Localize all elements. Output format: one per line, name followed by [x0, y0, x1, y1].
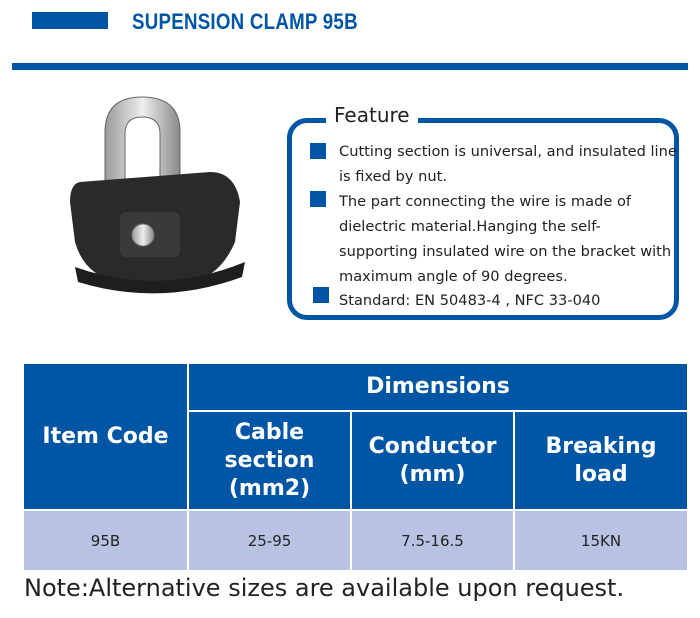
feature-label: Feature: [326, 103, 418, 127]
feature-box: [287, 118, 679, 320]
header-breaking-load: Breaking load: [513, 410, 689, 511]
header-conductor: Conductor (mm): [350, 410, 515, 511]
feature-item: Standard: EN 50483-4 , NFC 33-040: [339, 292, 601, 309]
feature-item: The part connecting the wire is made of …: [339, 193, 672, 285]
cell-cable-section: 25-95: [187, 509, 352, 572]
header-accent-bar: [32, 12, 108, 29]
bullet-square-icon: [313, 287, 329, 303]
table-row: 95B 25-95 7.5-16.5 15KN: [22, 509, 689, 572]
header-divider: [12, 63, 688, 70]
suspension-clamp-image: [70, 96, 245, 294]
cell-item-code: 95B: [22, 509, 189, 572]
feature-item: Cutting section is universal, and insula…: [339, 143, 677, 185]
dimensions-table: Item Code Dimensions Cable section (mm2)…: [22, 362, 689, 572]
header-item-code: Item Code: [22, 362, 189, 511]
page-title: SUPENSION CLAMP 95B: [132, 9, 358, 34]
cell-conductor: 7.5-16.5: [350, 509, 515, 572]
note-text: Note:Alternative sizes are available upo…: [24, 574, 625, 602]
header-cable-section: Cable section (mm2): [187, 410, 352, 511]
header-dimensions: Dimensions: [187, 362, 689, 412]
bullet-square-icon: [310, 143, 326, 159]
bullet-square-icon: [310, 191, 326, 207]
cell-breaking-load: 15KN: [513, 509, 689, 572]
